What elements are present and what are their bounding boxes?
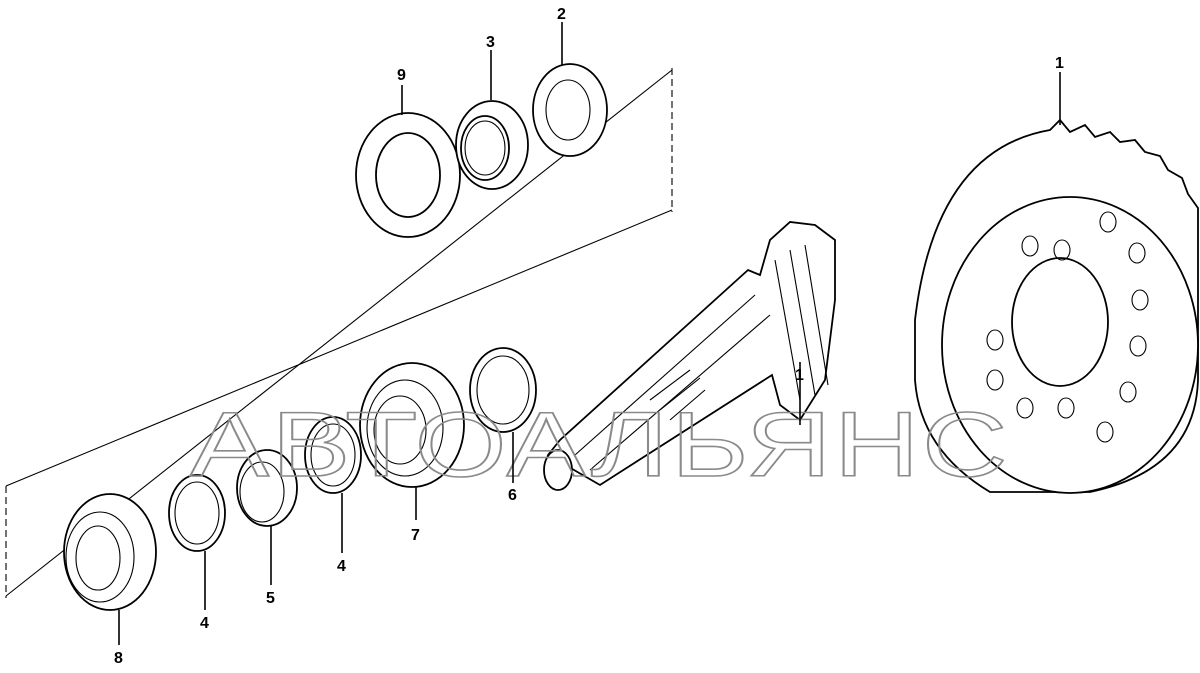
callout-shim-washer: 6 [508, 487, 517, 504]
callout-roller-bearing-end: 8 [114, 650, 123, 667]
lock-washer [532, 63, 608, 157]
callout-shim-outer: 4 [337, 558, 346, 575]
bearing-cup [355, 112, 461, 238]
bolt-holes [986, 211, 1149, 443]
callout-lock-washer: 2 [557, 6, 566, 23]
callout-spacer-sleeve: 5 [266, 590, 275, 607]
ring-gear [914, 118, 1199, 494]
callout-ring-gear: 1 [1055, 55, 1064, 72]
callout-bearing-cup: 9 [397, 67, 406, 84]
slotted-nut [455, 100, 529, 190]
shim-outer [304, 416, 362, 494]
callouts: 1 1 2 3 4 4 5 6 7 8 9 [114, 6, 1064, 667]
shim-washer [469, 347, 537, 433]
shim-inner [168, 474, 226, 552]
roller-bearing-end [63, 493, 157, 611]
callout-slotted-nut: 3 [486, 34, 495, 51]
watermark-text: АВТОАЛЬЯНС [190, 394, 1010, 496]
pinion-shaft [543, 221, 836, 491]
spacer-sleeve [236, 449, 298, 527]
callout-pinion-gear: 1 [795, 367, 804, 384]
callout-roller-bearing-large: 7 [411, 527, 420, 544]
callout-shim-inner: 4 [200, 615, 209, 632]
roller-bearing-large [359, 362, 465, 488]
leader-lines [118, 22, 1061, 645]
